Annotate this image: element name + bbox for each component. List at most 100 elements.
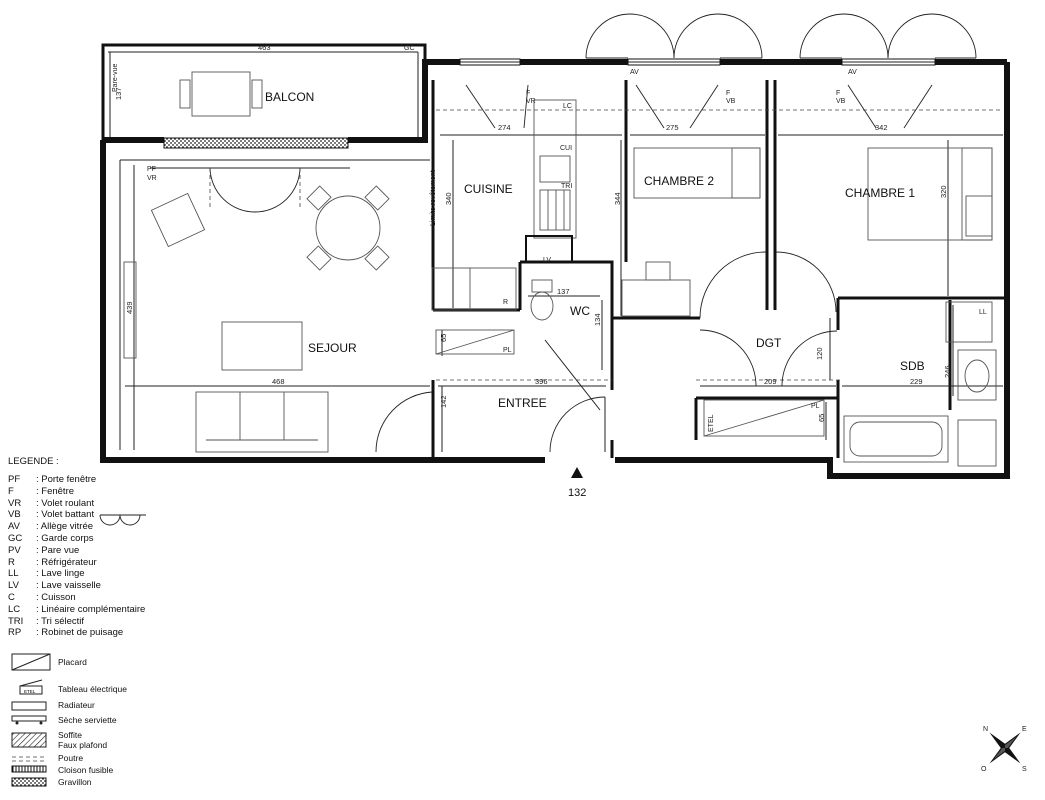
- legend-symbol-graphics: ETEL: [11, 514, 146, 787]
- legend-item: AV: Allège vitrée: [8, 521, 94, 533]
- note-vr-sejour: VR: [147, 175, 157, 182]
- legend-item: VR: Volet roulant: [8, 497, 95, 509]
- dim-wc-width: 137: [557, 287, 570, 296]
- legend-soffite-label: Soffite: [58, 730, 82, 740]
- dim-sejour-height: 439: [125, 301, 134, 314]
- legend-item: LV: Lave vaisselle: [8, 580, 101, 592]
- radiateur-icon: [11, 701, 47, 711]
- room-label-balcon: BALCON: [265, 90, 314, 104]
- room-label-sdb: SDB: [900, 359, 925, 373]
- note-f-cuisine: F: [526, 90, 530, 97]
- placard-icon: [11, 653, 51, 671]
- furniture: [123, 99, 997, 467]
- note-etel: ETEL: [708, 414, 715, 432]
- dim-etel-placard-height: 65: [817, 414, 826, 422]
- dim-cuisine-width: 274: [498, 123, 511, 132]
- shutter-arcs: [585, 13, 977, 59]
- note-limite-revetement: Limite revêtement: [430, 170, 437, 226]
- entrance-marker: 132: [568, 467, 586, 499]
- legend-item: VB: Volet battant: [8, 509, 95, 521]
- note-vb-ch2: VB: [726, 98, 736, 105]
- balcony: [101, 43, 427, 149]
- legend-cloison-label: Cloison fusible: [58, 765, 114, 775]
- gravillon-icon: [11, 777, 47, 787]
- dim-chambre2-width: 275: [666, 123, 679, 132]
- room-label-dgt: DGT: [756, 336, 782, 350]
- entrance-marker-label: 132: [568, 487, 586, 499]
- legend-item: LL: Lave linge: [8, 568, 85, 580]
- legend-item: LC: Linéaire complémentaire: [8, 603, 146, 615]
- room-label-entree: ENTREE: [498, 396, 547, 410]
- legend-tableau-label: Tableau électrique: [58, 684, 127, 694]
- legend-item: R: Réfrigérateur: [8, 556, 97, 568]
- note-pf: PF: [147, 166, 156, 173]
- legend-item: F: Fenêtre: [8, 485, 75, 497]
- legend-poutre-label: Poutre: [58, 753, 84, 763]
- entrance-arrow-icon: [571, 467, 583, 478]
- note-tri: TRI: [561, 183, 572, 190]
- dim-wc-height: 134: [593, 313, 602, 326]
- room-label-cuisine: CUISINE: [464, 182, 513, 196]
- dim-dgt-width: 209: [764, 377, 777, 386]
- dim-balcon-depth: 137: [114, 87, 123, 100]
- note-pl-sejour: PL: [503, 347, 512, 354]
- volet-battant-icon: [99, 514, 146, 526]
- note-av-ch2: AV: [630, 69, 639, 76]
- annotations: GC Pare-vue PF VR F VR LC AV F VB AV F V…: [112, 45, 987, 432]
- compass-n: N: [983, 726, 988, 733]
- compass-o: O: [981, 766, 987, 773]
- dim-chambre1-width: 342: [875, 123, 888, 132]
- note-r: R: [503, 299, 508, 306]
- legend-item: TRI: Tri sélectif: [8, 615, 85, 627]
- note-lc: LC: [563, 103, 572, 110]
- note-gc: GC: [404, 45, 415, 52]
- legend-item: PV: Pare vue: [8, 544, 80, 556]
- note-f-ch2: F: [726, 90, 730, 97]
- dim-balcon-width: 463: [258, 43, 271, 52]
- dim-dgt-height: 120: [815, 347, 824, 360]
- note-vb-ch1: VB: [836, 98, 846, 105]
- room-label-chambre2: CHAMBRE 2: [644, 174, 714, 188]
- room-label-wc: WC: [570, 304, 590, 318]
- dimension-lines: [125, 109, 1003, 452]
- seche-serviette-icon: [11, 715, 47, 725]
- legend-faux-plafond-label: Faux plafond: [58, 740, 108, 750]
- note-lv: LV: [543, 257, 551, 264]
- room-label-sejour: SEJOUR: [308, 341, 357, 355]
- dim-cuisine-height: 340: [444, 192, 453, 205]
- note-vr-cuisine: VR: [526, 98, 536, 105]
- soffite-icon: [11, 732, 47, 748]
- legend-radiateur-label: Radiateur: [58, 700, 95, 710]
- tableau-electrique-icon: ETEL: [19, 679, 43, 695]
- poutre-icon: [12, 756, 46, 762]
- note-pl-dgt: PL: [811, 403, 820, 410]
- legend-item: GC: Garde corps: [8, 532, 94, 544]
- legend-item: PF: Porte fenêtre: [8, 474, 97, 485]
- note-cui: CUI: [560, 145, 572, 152]
- compass-rose-icon: N E S O: [981, 726, 1027, 773]
- dim-sdb-width: 229: [910, 377, 923, 386]
- room-labels: BALCON CUISINE CHAMBRE 2 CHAMBRE 1 SEJOU…: [265, 90, 925, 410]
- legend-item: C: Cuisson: [8, 591, 76, 603]
- legend-gravillon-label: Gravillon: [58, 777, 92, 787]
- legend-list: PF: Porte fenêtre F: Fenêtre VR: Volet r…: [8, 474, 145, 639]
- dimension-labels: 463 137 274 340 275 344 342 320 439 468 …: [114, 43, 952, 422]
- note-pare-vue: Pare-vue: [112, 63, 119, 92]
- legend-placard-label: Placard: [58, 657, 87, 667]
- compass-s: S: [1022, 766, 1027, 773]
- outer-walls: [100, 58, 1010, 479]
- doors: [150, 84, 933, 453]
- cloison-fusible-icon: [11, 765, 47, 773]
- compass-e: E: [1022, 726, 1027, 733]
- dim-entree-height: 142: [439, 395, 448, 408]
- legend-item: RP: Robinet de puisage: [8, 627, 124, 639]
- note-av-ch1: AV: [848, 69, 857, 76]
- legend-title: LEGENDE :: [8, 456, 59, 467]
- dim-chambre2-height: 344: [613, 192, 622, 205]
- note-f-ch1: F: [836, 90, 840, 97]
- dim-sejour-width: 468: [272, 377, 285, 386]
- room-label-chambre1: CHAMBRE 1: [845, 186, 915, 200]
- dim-chambre1-height: 320: [939, 185, 948, 198]
- note-ll: LL: [979, 309, 987, 316]
